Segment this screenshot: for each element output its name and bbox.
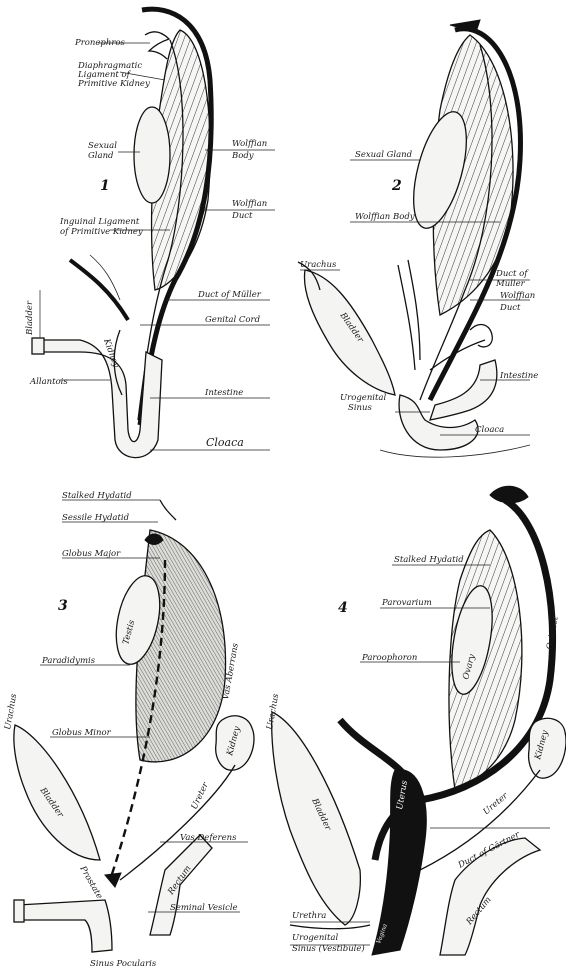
- label-stalked-hydatid-4: Stalked Hydatid: [394, 555, 464, 565]
- label-cloaca-2: Cloaca: [475, 425, 504, 435]
- figure-number-3: 3: [58, 598, 68, 614]
- label-globus-major-3: Globus Major: [62, 549, 121, 559]
- label-duct-of-muller: Duct of Müller: [197, 290, 262, 300]
- label-of-primitive-kidney: of Primitive Kidney: [60, 227, 143, 237]
- label-sexual-gland-2: Sexual Gland: [355, 150, 413, 160]
- label-bladder-1: Bladder: [25, 300, 35, 336]
- label-wolffian-duct-2a: Wolffian: [500, 291, 535, 301]
- label-urogenital-4: Urogenital: [292, 933, 338, 943]
- label-sinus-pocularis-3: Sinus Pocularis: [90, 959, 157, 969]
- label-genital-cord: Genital Cord: [205, 315, 261, 325]
- label-inguinal-ligament: Inguinal Ligament: [59, 217, 140, 227]
- label-urachus-2: Urachus: [300, 260, 337, 270]
- label-duct: Duct: [231, 211, 253, 221]
- label-intestine-2: Intestine: [499, 371, 538, 381]
- label-body: Body: [231, 151, 254, 161]
- label-allantois: Allantois: [29, 377, 68, 387]
- label-sinus-vestibule-4: Sinus (Vestibule): [292, 943, 365, 954]
- sexual-gland-1: [134, 107, 170, 203]
- label-urogenital-2: Urogenital: [340, 393, 386, 403]
- label-sexual: Sexual: [88, 141, 117, 151]
- label-paroophoron-4: Paroophoron: [361, 653, 417, 663]
- figure-number-1: 1: [100, 178, 110, 194]
- label-cloaca: Cloaca: [206, 436, 244, 449]
- label-pronephros: Pronephros: [74, 38, 126, 48]
- label-duct-of-2: Duct of: [495, 269, 529, 279]
- label-muller-2: Müller: [495, 279, 526, 289]
- label-wolffian-2: Wolffian: [232, 199, 267, 209]
- label-seminal-vesicle-3: Seminal Vesicle: [170, 903, 238, 913]
- label-primitive-kidney: Primitive Kidney: [77, 79, 150, 89]
- label-globus-minor-3: Globus Minor: [52, 728, 112, 738]
- label-sessile-hydatid-3: Sessile Hydatid: [62, 513, 130, 523]
- figure-number-2: 2: [391, 178, 402, 194]
- label-parovarium-4: Parovarium: [381, 598, 432, 608]
- label-sinus-2: Sinus: [348, 403, 372, 413]
- label-wolffian: Wolffian: [232, 139, 267, 149]
- label-wolffian-duct-2b: Duct: [499, 303, 521, 313]
- label-intestine: Intestine: [204, 388, 243, 398]
- label-paradidymis-3: Paradidymis: [41, 656, 96, 666]
- label-vas-deferens-3: Vas Deferens: [180, 833, 237, 843]
- figure-number-4: 4: [338, 600, 348, 616]
- label-urethra-4: Urethra: [292, 911, 326, 921]
- label-gland: Gland: [88, 151, 114, 161]
- label-wolffian-body-2: Wolffian Body: [355, 212, 415, 222]
- label-stalked-hydatid-3: Stalked Hydatid: [62, 491, 132, 501]
